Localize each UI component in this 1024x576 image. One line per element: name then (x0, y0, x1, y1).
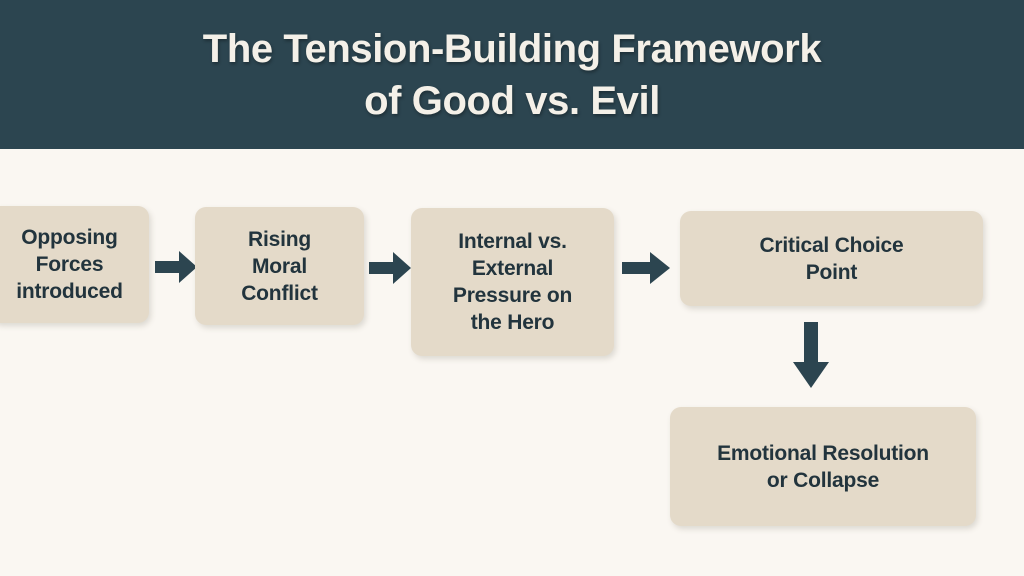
page-title: The Tension-Building Framework of Good v… (0, 0, 1024, 149)
flow-node-label: Critical Choice Point (759, 233, 904, 284)
title-line-1: The Tension-Building Framework (202, 26, 822, 71)
flow-node-opposing-forces[interactable]: Opposing Forces introduced (0, 206, 149, 323)
arrow-right-icon (622, 250, 670, 286)
flow-node-emotional-resolution-or-collapse[interactable]: Emotional Resolution or Collapse (670, 407, 976, 526)
flow-node-label: Internal vs. External Pressure on the He… (452, 230, 573, 334)
header-banner (0, 0, 1024, 149)
arrow-right-icon (155, 249, 197, 285)
flow-node-rising-moral-conflict[interactable]: Rising Moral Conflict (195, 207, 364, 325)
flow-node-label: Opposing Forces introduced (16, 226, 123, 303)
title-line-2: of Good vs. Evil (364, 78, 660, 123)
arrow-right-icon (369, 250, 411, 286)
flow-node-label: Emotional Resolution or Collapse (717, 441, 929, 492)
flow-node-internal-vs-external-pressure[interactable]: Internal vs. External Pressure on the He… (411, 208, 614, 356)
flow-node-label: Rising Moral Conflict (241, 227, 318, 305)
arrow-down-icon (792, 322, 830, 388)
flow-node-critical-choice-point[interactable]: Critical Choice Point (680, 211, 983, 306)
